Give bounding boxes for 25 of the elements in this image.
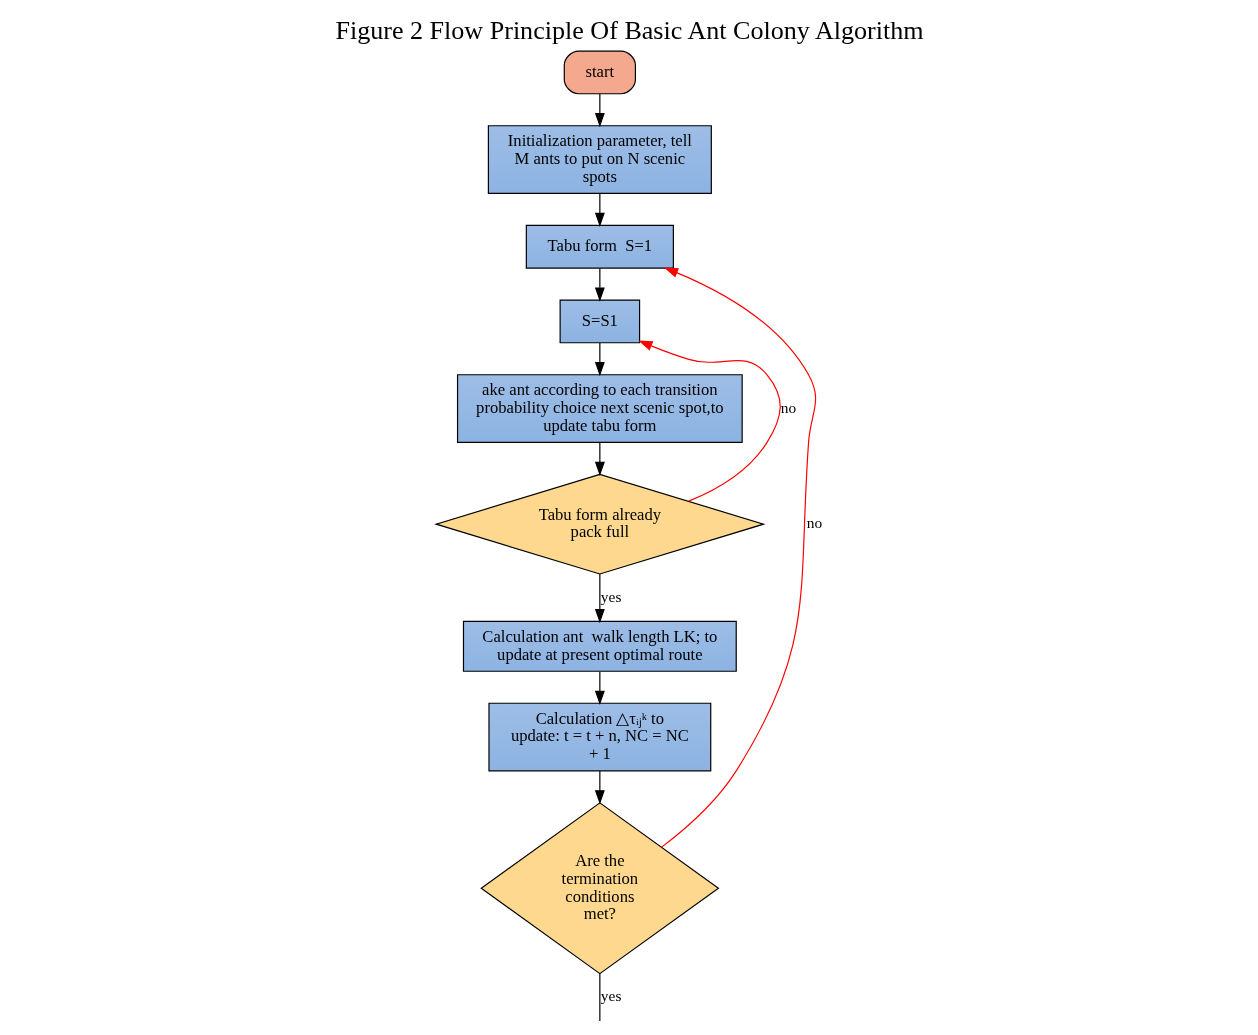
node-box: Calculation ant walk length LK; to update at present optimal route [462,620,737,672]
arrow [594,770,605,805]
arrow [594,441,605,477]
edge-label: yes [600,987,621,1005]
node-box: start [563,50,636,95]
edge-label: no [806,514,822,532]
edge-label: no [780,398,796,416]
node-box: Tabu form S=1 [525,224,674,269]
arrow [594,671,605,705]
arrow [594,573,605,624]
node-diamond: Are the termination conditions met? [479,802,719,975]
node-box: Initialization parameter, tell M ants to put on N scenic spots [487,125,712,194]
node-diamond: Tabu form already pack full [433,473,766,575]
arrow [660,267,816,848]
arrow [594,267,605,302]
arrow [594,342,605,377]
arrow [594,93,605,128]
edge-label: yes [600,587,621,605]
arrow [594,193,605,227]
node-box: Calculation △τᵢⱼᵏ to update: t = t + n, NC = NC + 1 [487,702,711,772]
connector [598,973,600,1022]
node-box: ake ant according to each transition probability choice next scenic spot,to update tabu form [456,374,743,443]
node-box: S=S1 [559,299,640,344]
diagram-title: Figure 2 Flow Principle Of Basic Ant Colony Algorithm [334,15,924,45]
arrow [637,340,781,502]
